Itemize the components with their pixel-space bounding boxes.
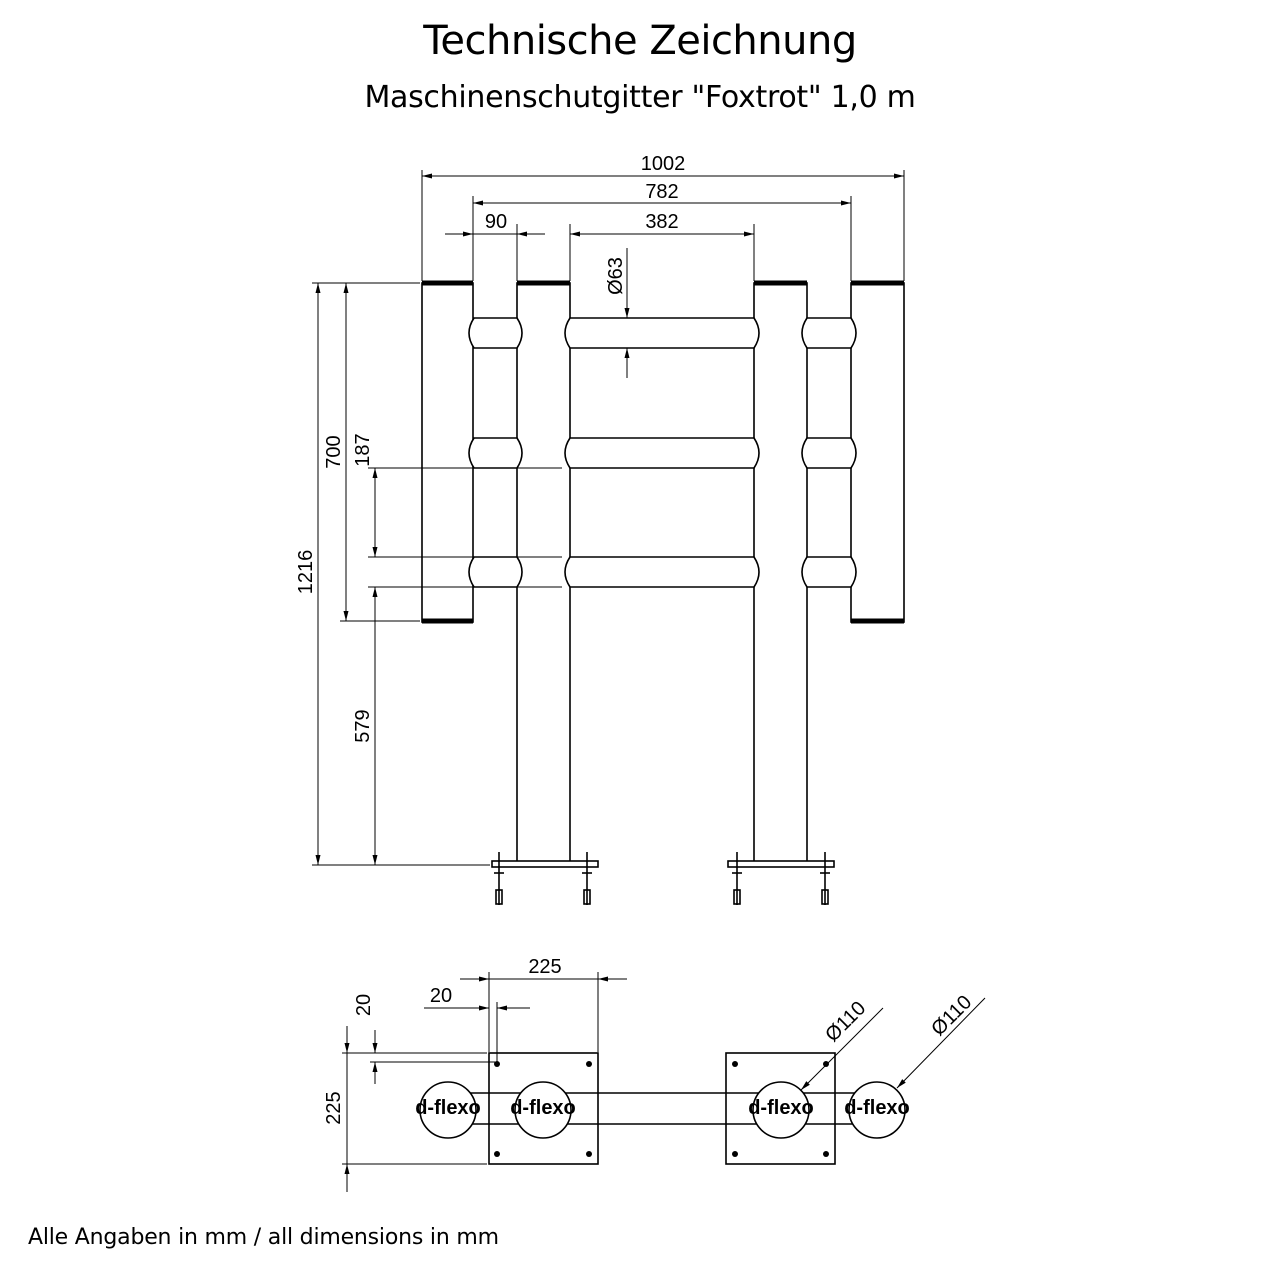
- top-view-dimensions: [342, 972, 986, 1192]
- top-post-2: [514, 1081, 572, 1139]
- post-logo-1: d-flexo: [415, 1097, 481, 1119]
- dim-top-20-x: 20: [430, 985, 452, 1007]
- right-rails: [801, 317, 857, 588]
- top-post-1: [419, 1081, 477, 1139]
- front-view: [421, 280, 905, 905]
- dim-1002: 1002: [641, 153, 686, 175]
- top-left-plate: [488, 1052, 599, 1165]
- dim-diameter-110-left: Ø110: [821, 997, 870, 1046]
- front-view-dimensions: [312, 170, 905, 866]
- dim-diameter-110-right: Ø110: [927, 991, 976, 1040]
- post-logo-2: d-flexo: [510, 1097, 576, 1119]
- dim-top-225-vertical: 225: [323, 1091, 345, 1124]
- middle-rails: [564, 317, 760, 588]
- bolt-holes: [494, 1061, 829, 1157]
- top-right-plate: [725, 1052, 836, 1165]
- dim-1216: 1216: [295, 550, 317, 595]
- right-inner-post: [753, 282, 808, 864]
- right-outer-post: [850, 282, 905, 623]
- dim-579: 579: [352, 709, 374, 742]
- dim-top-20-y: 20: [353, 994, 375, 1016]
- left-base-plate: [491, 852, 599, 905]
- dim-top-225: 225: [528, 956, 561, 978]
- left-inner-post: [516, 282, 571, 864]
- dim-187: 187: [352, 433, 374, 466]
- page-subtitle: Maschinenschutgitter "Foxtrot" 1,0 m: [364, 80, 916, 115]
- dim-700: 700: [323, 435, 345, 468]
- top-post-3: [752, 1081, 810, 1139]
- top-post-4: [848, 1081, 906, 1139]
- dim-diameter-63: Ø63: [605, 257, 627, 295]
- dim-782: 782: [645, 181, 678, 203]
- post-logo-3: d-flexo: [748, 1097, 814, 1119]
- post-logo-4: d-flexo: [844, 1097, 910, 1119]
- dim-90: 90: [485, 211, 507, 233]
- top-view: [419, 1052, 906, 1165]
- page-title: Technische Zeichnung: [423, 18, 857, 64]
- left-outer-post: [421, 282, 474, 623]
- units-note: Alle Angaben in mm / all dimensions in m…: [28, 1225, 499, 1250]
- dim-382: 382: [645, 211, 678, 233]
- right-base-plate: [727, 852, 835, 905]
- left-rails: [468, 317, 523, 588]
